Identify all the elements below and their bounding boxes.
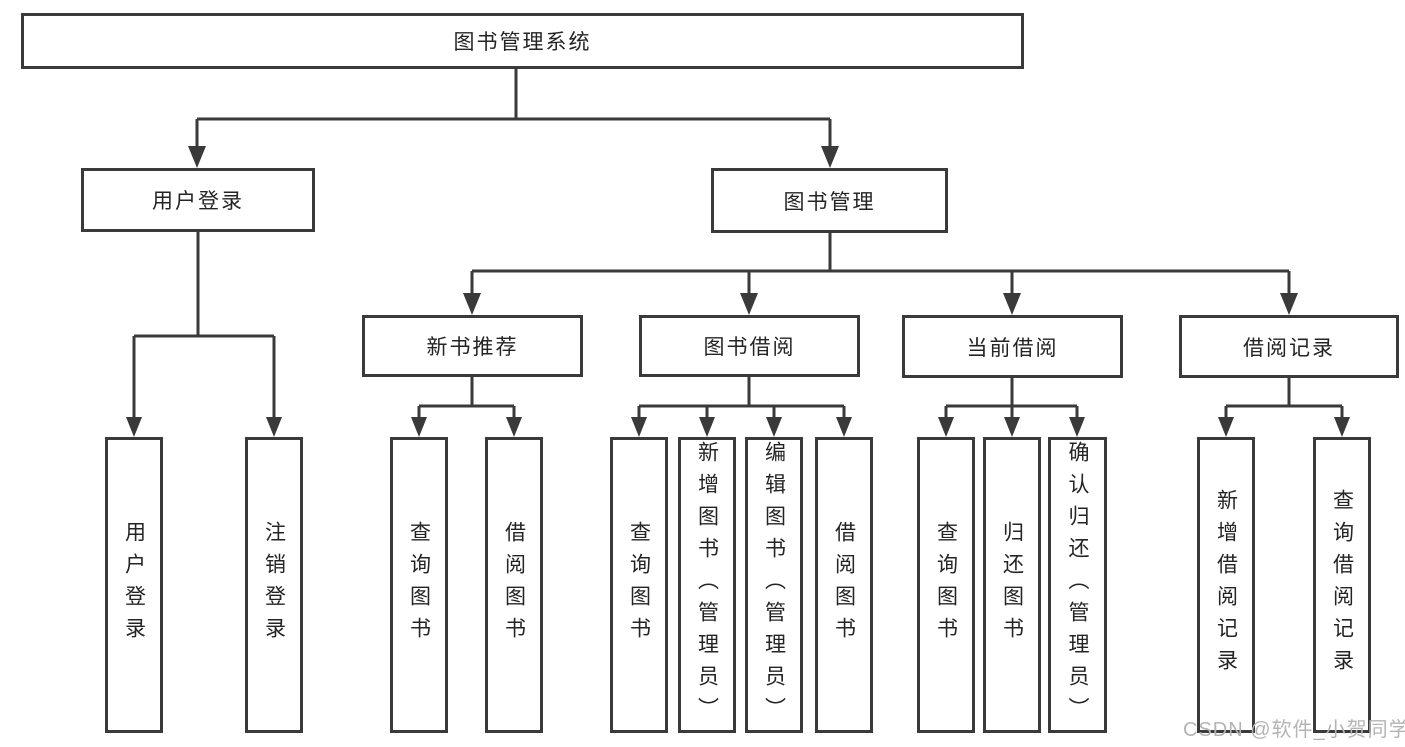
- node-module-borrow-records-label: 借阅记录: [1243, 336, 1335, 360]
- node-user-login-label: 用户登录: [152, 190, 244, 213]
- node-module-book-borrow-label: 图书借阅: [703, 336, 796, 359]
- leaf-bb-query-books-label: 查询图书: [627, 521, 651, 649]
- leaf-bb-borrow-books-label: 借阅图书: [832, 521, 856, 649]
- leaf-cb-query-books-label: 查询图书: [934, 521, 958, 649]
- leaf-br-query-record-label: 查询借阅记录: [1330, 489, 1354, 681]
- leaf-cb-return-books-label: 归还图书: [1000, 521, 1024, 649]
- leaf-user-login: 用户登录: [105, 437, 163, 733]
- leaf-nbr-query-books: 查询图书: [390, 437, 448, 733]
- leaf-bb-add-book-admin-label: 新增图书（管理员）: [695, 441, 719, 729]
- leaf-nbr-borrow-books: 借阅图书: [485, 437, 543, 733]
- leaf-cb-confirm-return-admin-label: 确认归还（管理员）: [1066, 441, 1089, 729]
- leaf-cb-query-books: 查询图书: [917, 437, 975, 733]
- node-system-root: 图书管理系统: [21, 13, 1024, 69]
- node-book-management: 图书管理: [711, 168, 948, 233]
- node-module-new-book-recommend: 新书推荐: [362, 315, 583, 377]
- leaf-bb-edit-book-admin-label: 编辑图书（管理员）: [762, 441, 786, 729]
- node-module-current-borrow: 当前借阅: [902, 315, 1123, 378]
- leaf-nbr-query-books-label: 查询图书: [407, 521, 431, 649]
- leaf-logout: 注销登录: [245, 437, 303, 733]
- node-system-root-label: 图书管理系统: [453, 31, 592, 54]
- leaf-cb-return-books: 归还图书: [983, 437, 1041, 733]
- node-module-new-book-recommend-label: 新书推荐: [426, 336, 519, 359]
- node-book-management-label: 图书管理: [783, 190, 876, 214]
- leaf-bb-query-books: 查询图书: [610, 437, 668, 733]
- leaf-bb-borrow-books: 借阅图书: [815, 437, 873, 733]
- csdn-watermark: CSDN @软件_小贺同学: [1183, 719, 1405, 741]
- leaf-bb-add-book-admin: 新增图书（管理员）: [678, 437, 736, 733]
- node-module-current-borrow-label: 当前借阅: [966, 336, 1059, 360]
- leaf-br-add-record: 新增借阅记录: [1197, 437, 1255, 733]
- leaf-br-add-record-label: 新增借阅记录: [1214, 489, 1238, 681]
- leaf-br-query-record: 查询借阅记录: [1313, 437, 1371, 733]
- node-module-borrow-records: 借阅记录: [1179, 315, 1399, 378]
- leaf-nbr-borrow-books-label: 借阅图书: [502, 521, 526, 649]
- leaf-logout-label: 注销登录: [262, 521, 286, 649]
- node-user-login: 用户登录: [81, 168, 315, 232]
- leaf-bb-edit-book-admin: 编辑图书（管理员）: [745, 437, 803, 733]
- node-module-book-borrow: 图书借阅: [639, 315, 860, 377]
- leaf-cb-confirm-return-admin: 确认归还（管理员）: [1048, 437, 1107, 733]
- leaf-user-login-label: 用户登录: [122, 521, 146, 649]
